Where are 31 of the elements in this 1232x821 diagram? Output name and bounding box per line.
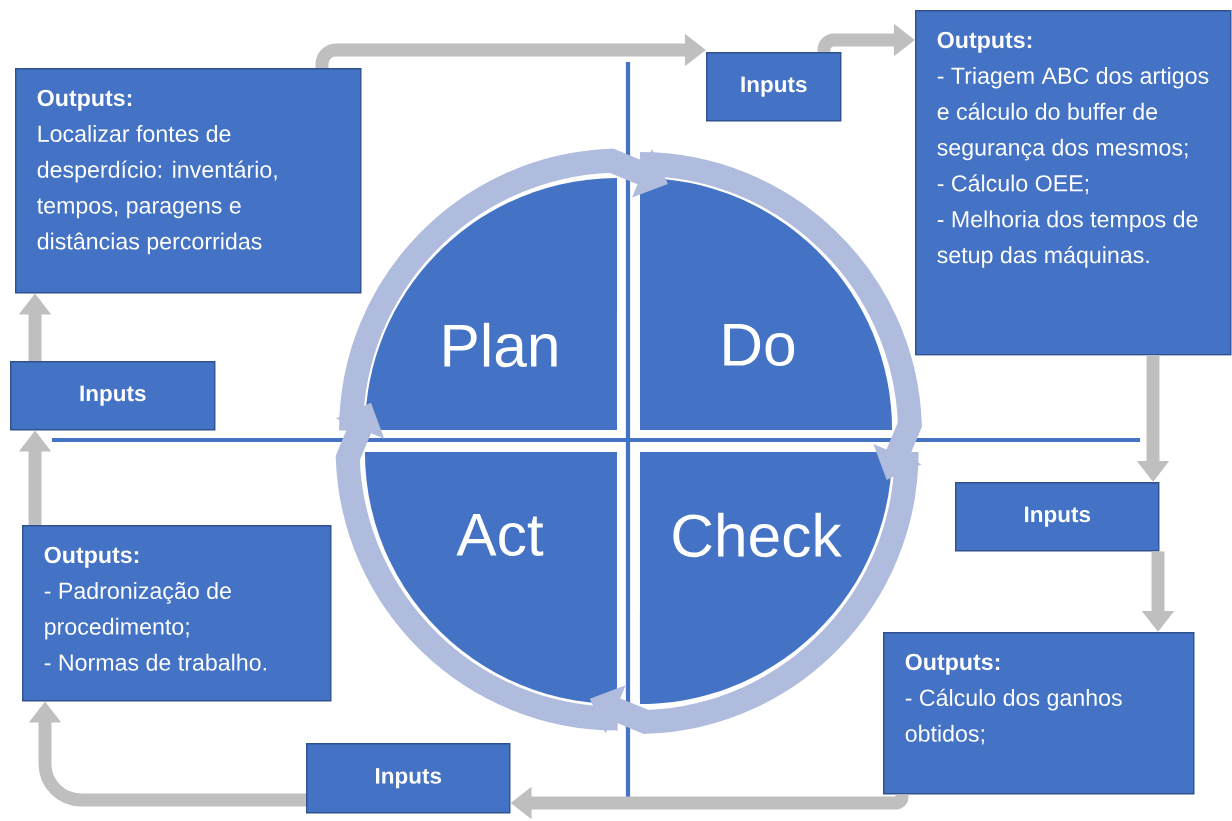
box-heading: Outputs:: [905, 653, 1000, 675]
input-box: [706, 52, 842, 122]
quadrant: [640, 178, 893, 431]
quadrant: [639, 452, 892, 705]
box-text: - Normas de trabalho.: [44, 653, 266, 671]
box-text: Localizar fontes de desperdício: inventário, tempos, paragens e distâncias percorridas: [37, 124, 277, 255]
box-heading: Outputs:: [44, 546, 139, 568]
box-heading: Outputs:: [937, 31, 1032, 53]
box-text: - Padronização de procedimento;: [44, 581, 231, 640]
box-label: Inputs: [741, 76, 807, 97]
box-label: Inputs: [376, 768, 442, 789]
output-box: [15, 68, 362, 294]
box-text: - Melhoria dos tempos de setup das máquinas.: [937, 210, 1198, 268]
input-box: [955, 482, 1160, 552]
box-text: - Cálculo dos ganhos obtidos;: [905, 688, 1122, 745]
box-heading: Outputs:: [37, 89, 132, 111]
quadrant: [364, 451, 617, 704]
phase-label: Do: [724, 323, 795, 367]
box-text: - Cálculo OEE;: [937, 174, 1089, 195]
output-box: [883, 632, 1195, 795]
output-box: [915, 10, 1232, 356]
input-box: [306, 743, 511, 814]
box-label: Inputs: [1025, 506, 1091, 527]
quadrant: [365, 177, 618, 430]
input-box: [10, 361, 216, 431]
output-box: [22, 525, 332, 702]
box-label: Inputs: [80, 385, 146, 406]
phase-label: Act: [456, 513, 544, 557]
phase-label: Check: [673, 512, 842, 558]
phase-label: Plan: [444, 322, 557, 368]
box-text: - Triagem ABC dos artigos e cálculo do buffer de segurança dos mesmos;: [937, 66, 1209, 161]
